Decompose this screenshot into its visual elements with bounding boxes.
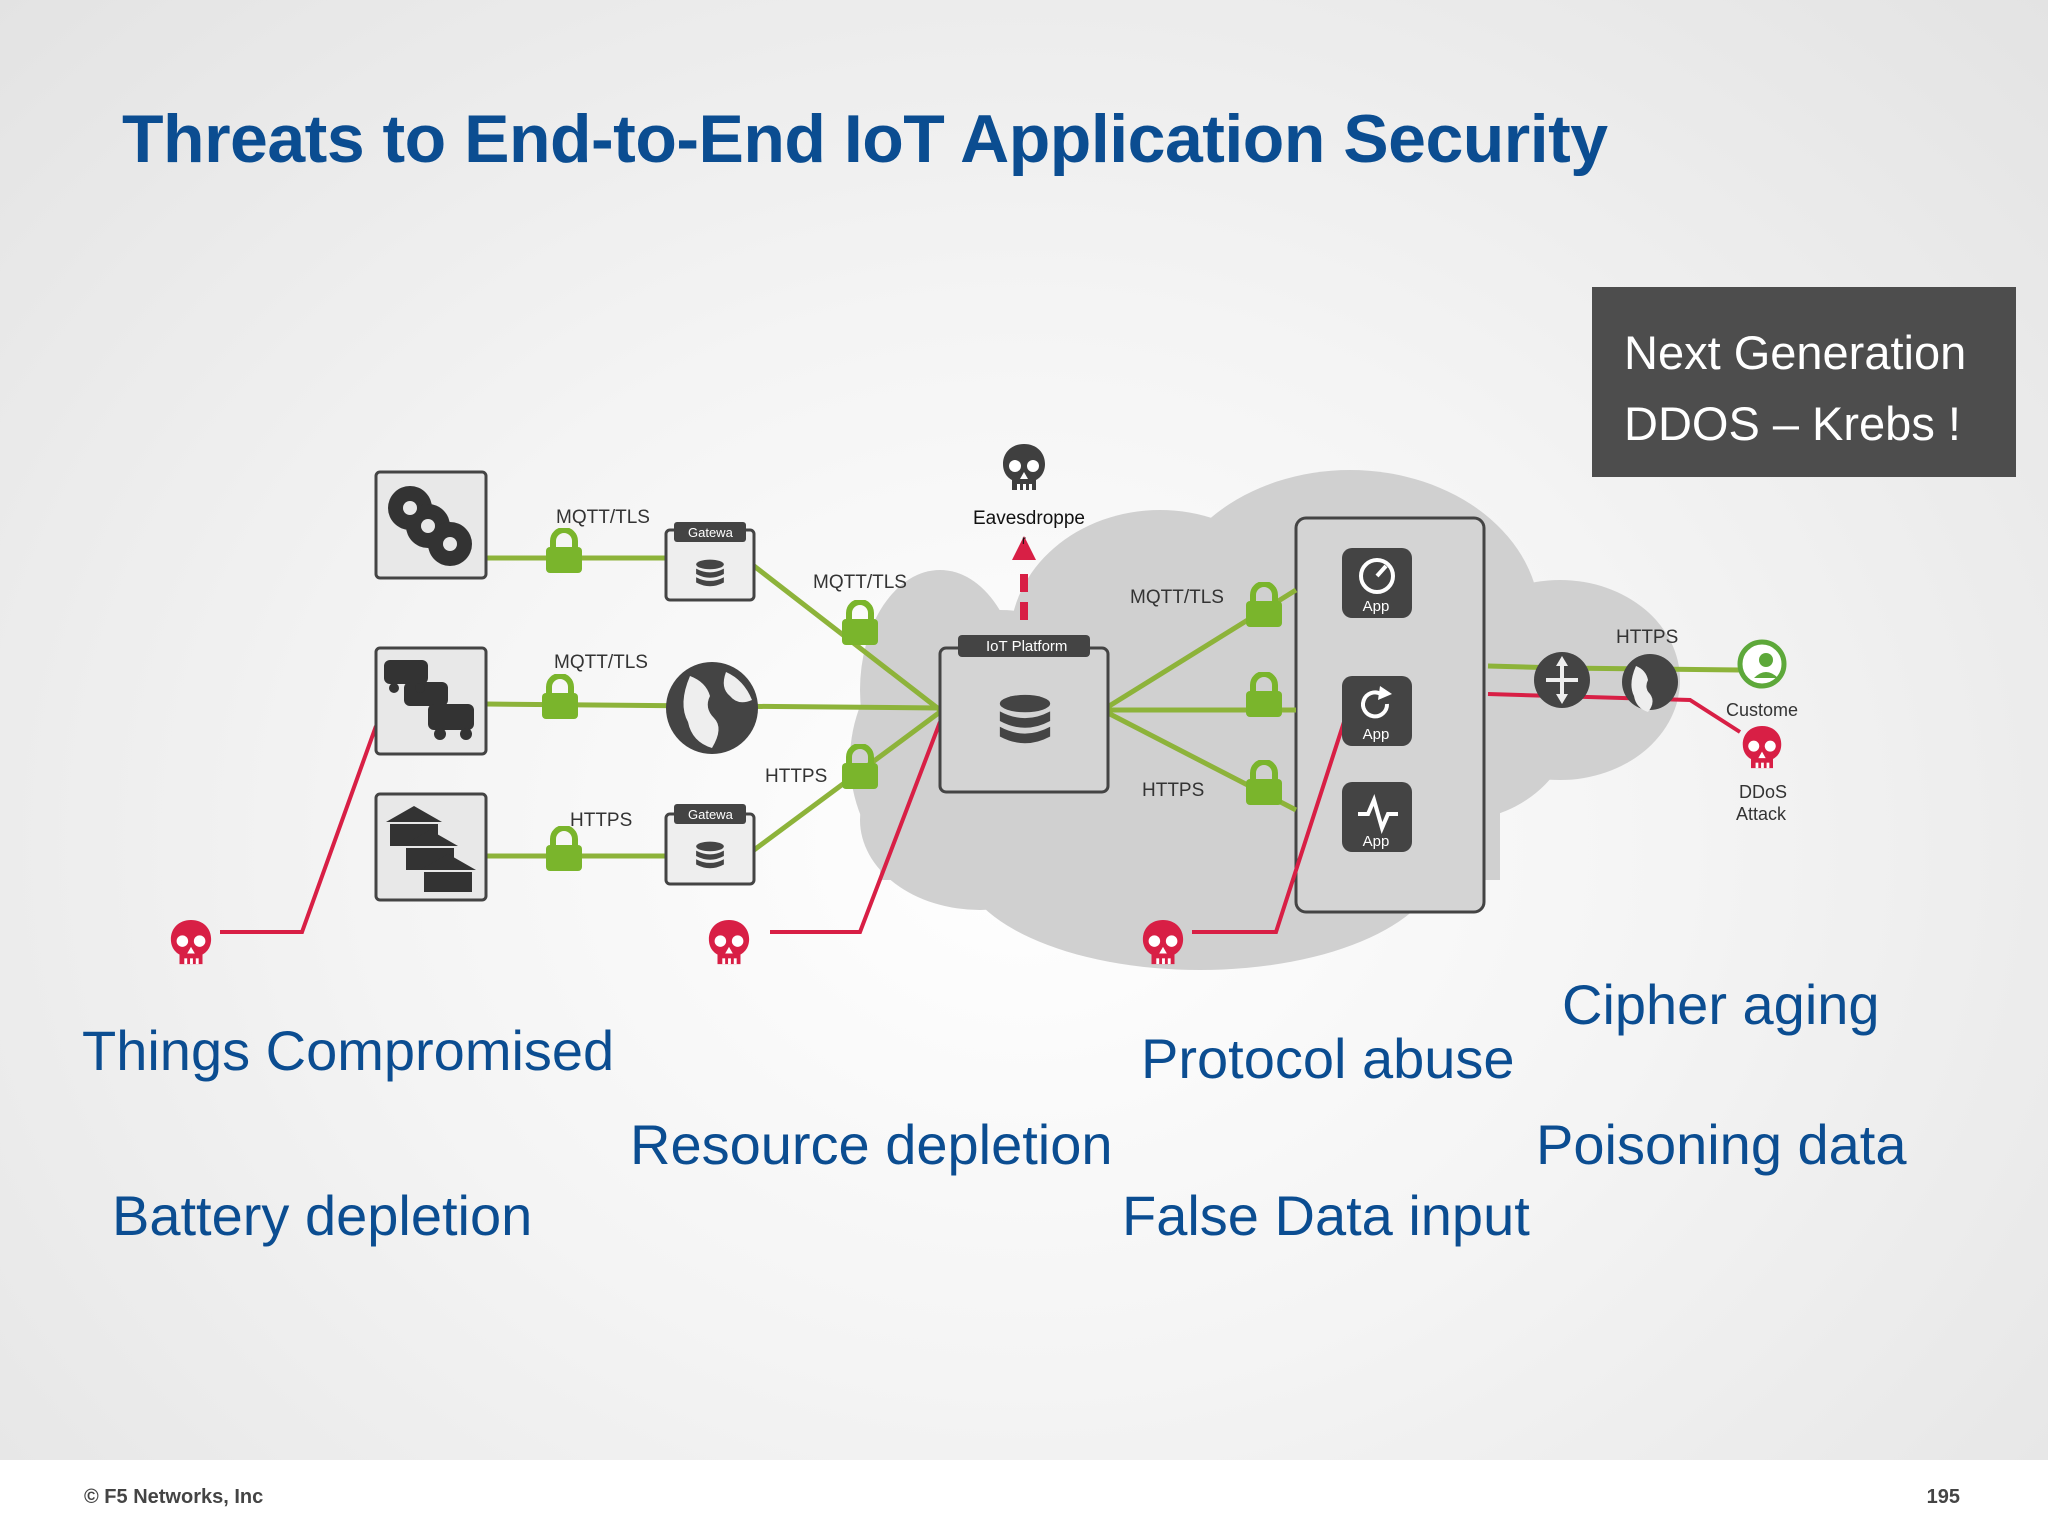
label-https-4: HTTPS (1616, 627, 1678, 648)
lock-icon (842, 602, 878, 645)
label-app-2: App (1363, 726, 1390, 743)
lock-icon (546, 828, 582, 871)
callout-line-2: DDOS – Krebs ! (1624, 397, 1961, 450)
label-customer: Custome (1726, 700, 1798, 720)
label-gateway-2: Gatewa (688, 807, 734, 822)
gears-icon (388, 486, 472, 566)
lock-icon (542, 676, 578, 719)
app-tile-1 (1342, 548, 1412, 618)
internet-globe-icon (1622, 654, 1678, 712)
threat-protocol-abuse: Protocol abuse (1141, 1027, 1515, 1090)
callout-line-1: Next Generation (1624, 326, 1967, 379)
resource-skull-icon (708, 920, 750, 965)
label-gateway-1: Gatewa (688, 525, 734, 540)
footer: © F5 Networks, Inc 195 (0, 1460, 2048, 1536)
eavesdropper-skull-icon (1003, 444, 1045, 490)
label-iot-platform: IoT Platform (986, 638, 1067, 655)
label-ddos-1: DDoS (1739, 782, 1787, 802)
ddos-skull-icon (1742, 726, 1782, 769)
cars-icon (384, 660, 474, 740)
label-eavesdropper-suffix: r (1022, 533, 1026, 547)
callout-box: Next Generation DDOS – Krebs ! (1592, 287, 2016, 477)
database-icon (999, 694, 1051, 744)
gauge-icon (1359, 558, 1395, 594)
globe-icon (666, 662, 758, 754)
eavesdrop-arrowhead (1012, 536, 1036, 560)
gateway-bottom (664, 804, 756, 886)
label-app-3: App (1363, 833, 1390, 850)
pulse-icon (1358, 794, 1398, 834)
label-app-1: App (1363, 598, 1390, 615)
threat-battery-depletion: Battery depletion (112, 1184, 533, 1247)
threat-resource-depletion: Resource depletion (630, 1113, 1113, 1176)
label-mqtt-tls-4: MQTT/TLS (1130, 587, 1224, 608)
threat-false-data-input: False Data input (1122, 1184, 1530, 1247)
customer-icon (1737, 639, 1787, 689)
device-box-buildings (374, 792, 488, 902)
label-ddos-2: Attack (1736, 804, 1787, 824)
footer-copyright: © F5 Networks, Inc (84, 1486, 264, 1508)
threat-things-compromised: Things Compromised (82, 1019, 615, 1082)
lock-icon (546, 530, 582, 573)
router-icon (1534, 652, 1590, 708)
app-tile-3 (1342, 782, 1412, 852)
refresh-icon (1361, 686, 1392, 719)
device-box-gears (374, 470, 488, 580)
iot-platform-box (938, 635, 1110, 794)
label-mqtt-tls-3: MQTT/TLS (813, 572, 907, 593)
label-https-3: HTTPS (1142, 780, 1204, 801)
label-mqtt-tls-1: MQTT/TLS (556, 507, 650, 528)
slide-title: Threats to End-to-End IoT Application Se… (122, 101, 1608, 177)
gateway-top (664, 522, 756, 602)
label-https-2: HTTPS (765, 766, 827, 787)
threat-cipher-aging: Cipher aging (1562, 973, 1880, 1036)
iot-architecture-diagram: MQTT/TLS MQTT/TLS MQTT/TLS MQTT/TLS HTTP… (170, 444, 1798, 970)
label-eavesdropper: Eavesdroppe (973, 508, 1085, 529)
page-number: 195 (1926, 1486, 1960, 1508)
label-https-1: HTTPS (570, 810, 632, 831)
device-box-cars (374, 646, 488, 756)
label-mqtt-tls-2: MQTT/TLS (554, 652, 648, 673)
things-skull-icon (170, 920, 212, 965)
buildings-icon (386, 806, 476, 892)
app-tile-2 (1342, 676, 1412, 746)
threat-poisoning-data: Poisoning data (1536, 1113, 1907, 1176)
